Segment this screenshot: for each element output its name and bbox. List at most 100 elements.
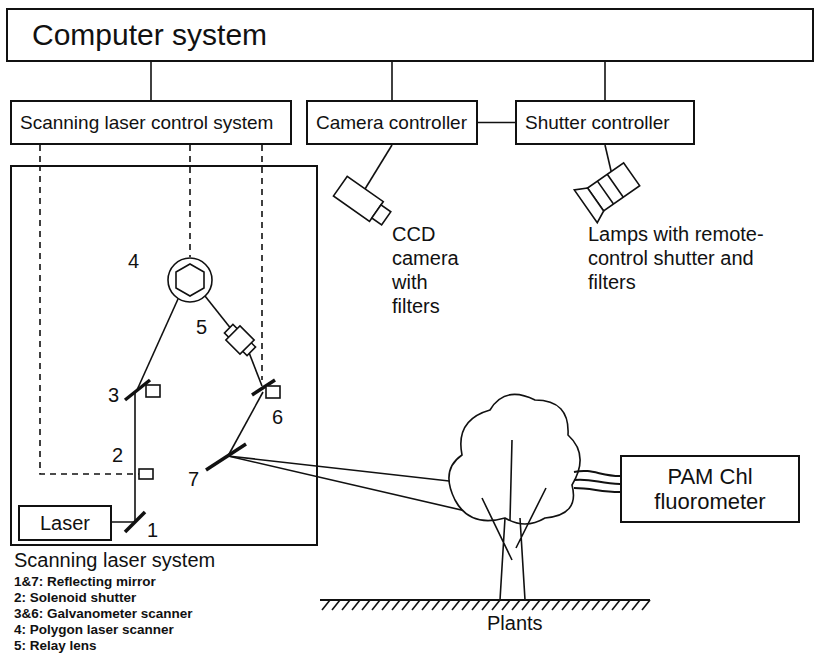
instrument-box: PAM Chl fluorometer bbox=[620, 455, 800, 523]
relay-lens bbox=[222, 322, 259, 359]
laser-beam bbox=[248, 350, 262, 386]
plant-stem bbox=[482, 440, 546, 600]
laser-beam bbox=[228, 456, 470, 512]
galvanometer-motor bbox=[266, 386, 280, 398]
illustration-group bbox=[40, 145, 650, 610]
callout-number: 1 bbox=[147, 519, 158, 542]
connector bbox=[478, 122, 515, 124]
system-outline: Scanning laser systemLaser bbox=[10, 165, 318, 546]
hatch-stroke bbox=[432, 600, 440, 610]
key-entry: 3&6: Galvanometer scanner bbox=[14, 606, 193, 622]
polygon-scanner bbox=[168, 258, 212, 302]
hatch-stroke bbox=[542, 600, 550, 610]
callout-number: 3 bbox=[108, 384, 119, 407]
solenoid-shutter bbox=[139, 469, 153, 479]
hatch-stroke bbox=[412, 600, 420, 610]
control-line bbox=[189, 145, 191, 257]
polygon-mirror bbox=[176, 264, 204, 296]
plant-label: Plants bbox=[487, 612, 543, 635]
ground-hatching bbox=[322, 600, 650, 610]
callout-number: 5 bbox=[196, 316, 207, 339]
connector bbox=[39, 145, 41, 165]
hatch-stroke bbox=[582, 600, 590, 610]
hatch-stroke bbox=[552, 600, 560, 610]
node-label: PAM Chl fluorometer bbox=[630, 464, 790, 515]
galvanometer-motor bbox=[146, 385, 160, 397]
hatch-stroke bbox=[462, 600, 470, 610]
controller-box: Shutter controller bbox=[515, 100, 695, 145]
device-label: Lamps with remote-control shutter and fi… bbox=[588, 222, 780, 294]
lens-mount bbox=[224, 324, 255, 355]
node-label: Computer system bbox=[32, 18, 267, 53]
callout-number: 2 bbox=[112, 444, 123, 467]
hatch-stroke bbox=[512, 600, 520, 610]
hatch-stroke bbox=[422, 600, 430, 610]
hatch-stroke bbox=[572, 600, 580, 610]
node-label: Laser bbox=[40, 512, 90, 535]
connector bbox=[150, 62, 152, 100]
lamp-cable bbox=[605, 145, 612, 175]
laser-box: Laser bbox=[18, 505, 112, 541]
ccd-camera bbox=[333, 176, 393, 228]
key-entry: 2: Solenoid shutter bbox=[14, 590, 136, 606]
callout-number: 6 bbox=[272, 406, 283, 429]
hatch-stroke bbox=[342, 600, 350, 610]
control-line bbox=[40, 165, 139, 474]
hatch-stroke bbox=[612, 600, 620, 610]
hatch-stroke bbox=[402, 600, 410, 610]
device-label: CCD camera with filters bbox=[392, 222, 480, 318]
controller-box: Camera controller bbox=[306, 100, 478, 145]
connector bbox=[604, 62, 606, 100]
camera-filter bbox=[372, 205, 391, 225]
node-label: Scanning laser control system bbox=[20, 112, 273, 134]
laser-beam bbox=[137, 299, 178, 390]
hatch-stroke bbox=[532, 600, 540, 610]
hatch-stroke bbox=[482, 600, 490, 610]
hatch-stroke bbox=[642, 600, 650, 610]
callout-number: 4 bbox=[128, 250, 139, 273]
hatch-stroke bbox=[362, 600, 370, 610]
fibre-optic bbox=[574, 480, 620, 484]
hatch-stroke bbox=[452, 600, 460, 610]
controller-box: Scanning laser control system bbox=[10, 100, 292, 145]
laser-beam bbox=[228, 456, 458, 482]
key-entry: 4: Polygon laser scanner bbox=[14, 622, 174, 638]
key-entry: 1&7: Reflecting mirror bbox=[14, 574, 156, 590]
system-box: Computer system bbox=[6, 8, 814, 62]
fibre-optic bbox=[574, 471, 620, 476]
hatch-stroke bbox=[562, 600, 570, 610]
control-line bbox=[261, 145, 263, 380]
lamp-filter bbox=[597, 174, 623, 204]
hatch-stroke bbox=[382, 600, 390, 610]
laser-beam bbox=[205, 296, 232, 330]
hatch-stroke bbox=[592, 600, 600, 610]
hatch-stroke bbox=[442, 600, 450, 610]
hatch-stroke bbox=[372, 600, 380, 610]
hatch-stroke bbox=[502, 600, 510, 610]
hatch-stroke bbox=[522, 600, 530, 610]
hatch-stroke bbox=[602, 600, 610, 610]
group-heading: Scanning laser system bbox=[14, 549, 318, 572]
node-label: Camera controller bbox=[316, 112, 467, 134]
hatch-stroke bbox=[352, 600, 360, 610]
plant-canopy bbox=[449, 394, 580, 524]
hatch-stroke bbox=[492, 600, 500, 610]
hatch-stroke bbox=[622, 600, 630, 610]
connector bbox=[391, 62, 393, 100]
reflecting-mirror bbox=[206, 444, 246, 470]
hatch-stroke bbox=[322, 600, 330, 610]
hatch-stroke bbox=[392, 600, 400, 610]
fibre-optic bbox=[574, 488, 620, 492]
callout-number: 7 bbox=[188, 468, 199, 491]
camera-cable bbox=[365, 145, 392, 189]
reflecting-mirror bbox=[125, 512, 145, 532]
node-label: Shutter controller bbox=[525, 112, 670, 134]
laser-beam bbox=[112, 392, 135, 522]
hatch-stroke bbox=[332, 600, 340, 610]
hatch-stroke bbox=[472, 600, 480, 610]
key-entry: 5: Relay lens bbox=[14, 638, 97, 654]
lens-barrel bbox=[226, 326, 254, 354]
lamp bbox=[574, 158, 643, 223]
